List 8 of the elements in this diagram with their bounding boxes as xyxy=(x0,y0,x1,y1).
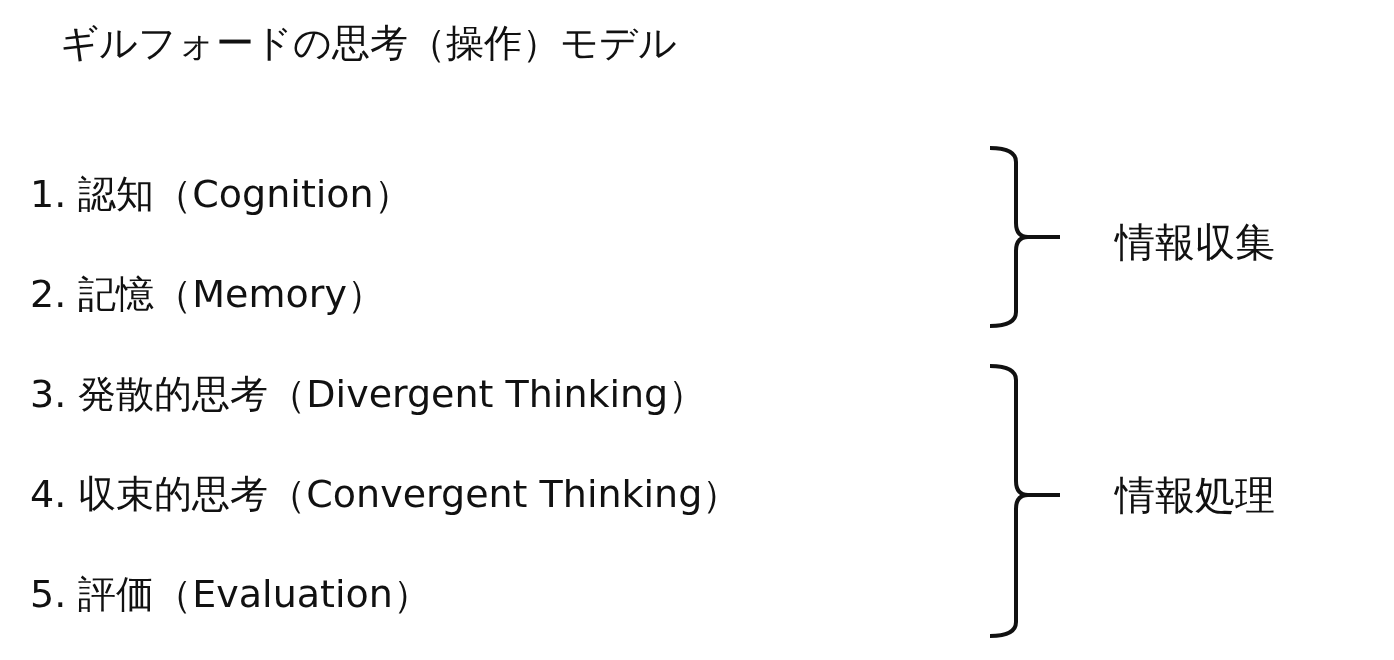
list-item: 1. 認知（Cognition） xyxy=(30,175,412,213)
group-label: 情報収集 xyxy=(1115,222,1275,262)
title: ギルフォードの思考（操作）モデル xyxy=(60,24,677,62)
list-item: 2. 記憶（Memory） xyxy=(30,275,385,313)
group-label: 情報処理 xyxy=(1115,475,1275,515)
list-item: 5. 評価（Evaluation） xyxy=(30,575,431,613)
list-item: 4. 収束的思考（Convergent Thinking） xyxy=(30,475,741,513)
list-item: 3. 発散的思考（Divergent Thinking） xyxy=(30,375,707,413)
